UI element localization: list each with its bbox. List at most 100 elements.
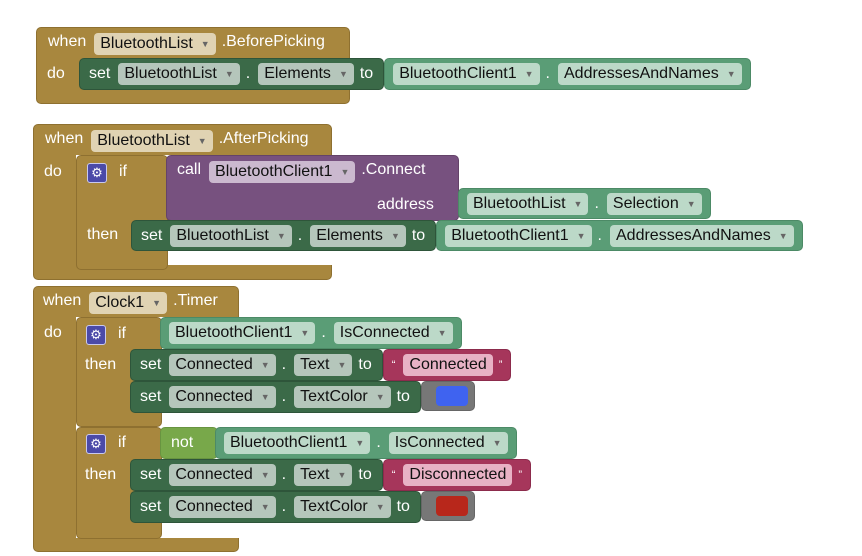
property-dropdown[interactable]: Text▼ bbox=[294, 464, 353, 486]
getter-block[interactable]: BluetoothClient1▼ . AddressesAndNames▼ bbox=[384, 58, 751, 90]
do-label: do bbox=[47, 65, 65, 82]
gear-icon[interactable]: ⚙ bbox=[86, 434, 106, 454]
dropdown-value: Connected bbox=[175, 356, 253, 373]
gear-icon[interactable]: ⚙ bbox=[87, 163, 107, 183]
set-block[interactable]: set Connected▼ . Text▼ to bbox=[130, 349, 383, 381]
dropdown-arrow-icon: ▼ bbox=[778, 230, 788, 241]
property-dropdown[interactable]: AddressesAndNames▼ bbox=[558, 63, 742, 85]
text-block[interactable]: “ Connected ” bbox=[382, 349, 512, 381]
dropdown-arrow-icon: ▼ bbox=[375, 392, 385, 402]
color-block[interactable] bbox=[420, 381, 475, 411]
dropdown-value: BluetoothList bbox=[176, 226, 269, 244]
property-dropdown[interactable]: TextColor▼ bbox=[294, 496, 391, 518]
component-dropdown[interactable]: BluetoothList ▼ bbox=[467, 192, 589, 215]
dropdown-value: BluetoothList bbox=[124, 65, 217, 82]
then-label: then bbox=[85, 466, 117, 483]
dropdown-value: Elements bbox=[316, 226, 383, 244]
component-dropdown[interactable]: BluetoothClient1▼ bbox=[393, 63, 540, 85]
getter-block[interactable]: BluetoothClient1▼ . IsConnected▼ bbox=[160, 317, 462, 349]
dropdown-value: BluetoothClient1 bbox=[175, 324, 293, 341]
property-dropdown[interactable]: TextColor ▼ bbox=[294, 386, 391, 408]
dropdown-arrow-icon: ▼ bbox=[152, 298, 162, 308]
dropdown-arrow-icon: ▼ bbox=[375, 502, 385, 512]
dot: . bbox=[376, 434, 381, 451]
dropdown-arrow-icon: ▼ bbox=[390, 230, 400, 241]
set-label: set bbox=[140, 388, 162, 405]
dropdown-value: Clock1 bbox=[95, 294, 145, 311]
set-label: set bbox=[141, 226, 163, 244]
dropdown-arrow-icon: ▼ bbox=[200, 39, 210, 49]
event-name: .BeforePicking bbox=[221, 33, 325, 50]
component-dropdown[interactable]: BluetoothList ▼ bbox=[170, 224, 292, 247]
set-label: set bbox=[140, 356, 162, 373]
event-name: .AfterPicking bbox=[218, 130, 309, 147]
dropdown-arrow-icon: ▼ bbox=[338, 69, 348, 79]
open-quote: “ bbox=[391, 469, 396, 481]
dropdown-arrow-icon: ▼ bbox=[224, 69, 234, 79]
dropdown-arrow-icon: ▼ bbox=[686, 198, 696, 209]
component-dropdown[interactable]: Connected▼ bbox=[169, 496, 276, 518]
gear-icon[interactable]: ⚙ bbox=[86, 325, 106, 345]
text-block[interactable]: “ Disconnected ” bbox=[382, 459, 532, 491]
when-label: when bbox=[43, 292, 82, 309]
dot: . bbox=[281, 388, 287, 405]
set-block[interactable]: set BluetoothList▼ . Elements▼ to bbox=[79, 58, 385, 90]
component-dropdown[interactable]: BluetoothClient1 ▼ bbox=[209, 161, 356, 183]
set-block[interactable]: set Connected▼ . TextColor▼ to bbox=[130, 381, 421, 413]
property-dropdown[interactable]: Elements ▼ bbox=[258, 63, 354, 85]
component-dropdown[interactable]: BluetoothList▼ bbox=[94, 33, 216, 55]
not-block[interactable]: not bbox=[160, 427, 218, 459]
dropdown-arrow-icon: ▼ bbox=[573, 198, 583, 209]
text-field[interactable]: Disconnected bbox=[403, 464, 513, 486]
component-dropdown[interactable]: Connected▼ bbox=[169, 386, 276, 408]
dropdown-value: BluetoothClient1 bbox=[215, 163, 333, 180]
component-dropdown[interactable]: BluetoothClient1 ▼ bbox=[169, 322, 316, 344]
call-connect-block[interactable]: call BluetoothClient1▼ .Connect bbox=[166, 155, 459, 221]
dropdown-arrow-icon: ▼ bbox=[300, 328, 310, 338]
dropdown-value: IsConnected bbox=[339, 324, 430, 341]
color-swatch-blue[interactable] bbox=[435, 386, 468, 406]
color-swatch-red[interactable] bbox=[435, 496, 468, 516]
property-dropdown[interactable]: IsConnected▼ bbox=[388, 432, 508, 454]
event-name: .Timer bbox=[173, 292, 218, 309]
set-label: set bbox=[140, 498, 162, 515]
dropdown-value: Connected bbox=[175, 388, 253, 405]
component-dropdown[interactable]: BluetoothClient1▼ bbox=[445, 224, 592, 247]
getter-block[interactable]: BluetoothList ▼ . Selection▼ bbox=[458, 188, 711, 219]
component-dropdown[interactable]: Connected▼ bbox=[169, 464, 276, 486]
component-dropdown[interactable]: BluetoothList▼ bbox=[91, 130, 213, 152]
getter-block[interactable]: BluetoothClient1▼ . AddressesAndNames▼ bbox=[436, 220, 803, 251]
property-dropdown[interactable]: Selection▼ bbox=[606, 192, 702, 215]
dropdown-arrow-icon: ▼ bbox=[492, 438, 502, 448]
color-block[interactable] bbox=[420, 491, 475, 521]
property-dropdown[interactable]: IsConnected ▼ bbox=[333, 322, 453, 344]
dropdown-arrow-icon: ▼ bbox=[340, 167, 350, 177]
set-block[interactable]: set Connected▼ . Text▼ to bbox=[130, 459, 383, 491]
close-quote: ” bbox=[518, 469, 523, 481]
property-dropdown[interactable]: Text▼ bbox=[294, 354, 353, 376]
to-label: to bbox=[358, 356, 372, 373]
component-dropdown[interactable]: BluetoothClient1▼ bbox=[224, 432, 371, 454]
component-dropdown[interactable]: Connected▼ bbox=[169, 354, 276, 376]
getter-block[interactable]: BluetoothClient1▼ . IsConnected▼ bbox=[215, 427, 517, 459]
dropdown-value: TextColor bbox=[300, 388, 368, 405]
set-label: set bbox=[89, 65, 111, 82]
dot: . bbox=[281, 466, 287, 483]
set-block[interactable]: set BluetoothList▼ . Elements▼ to bbox=[131, 220, 437, 251]
property-dropdown[interactable]: Elements ▼ bbox=[310, 224, 406, 247]
dropdown-value: Elements bbox=[264, 65, 331, 82]
component-dropdown[interactable]: Clock1 ▼ bbox=[89, 292, 168, 314]
dropdown-arrow-icon: ▼ bbox=[260, 470, 270, 480]
dot: . bbox=[594, 194, 599, 212]
dropdown-arrow-icon: ▼ bbox=[197, 136, 207, 146]
text-field[interactable]: Connected bbox=[403, 354, 493, 376]
dropdown-arrow-icon: ▼ bbox=[276, 230, 286, 241]
dropdown-value: BluetoothList bbox=[473, 194, 566, 212]
component-dropdown[interactable]: BluetoothList ▼ bbox=[118, 63, 240, 85]
dropdown-value: BluetoothClient1 bbox=[451, 226, 569, 244]
set-block[interactable]: set Connected▼ . TextColor▼ to bbox=[130, 491, 421, 523]
property-dropdown[interactable]: AddressesAndNames▼ bbox=[610, 224, 794, 247]
if-block[interactable]: ⚙ if bbox=[76, 155, 168, 270]
dropdown-arrow-icon: ▼ bbox=[260, 502, 270, 512]
dropdown-arrow-icon: ▼ bbox=[437, 328, 447, 338]
